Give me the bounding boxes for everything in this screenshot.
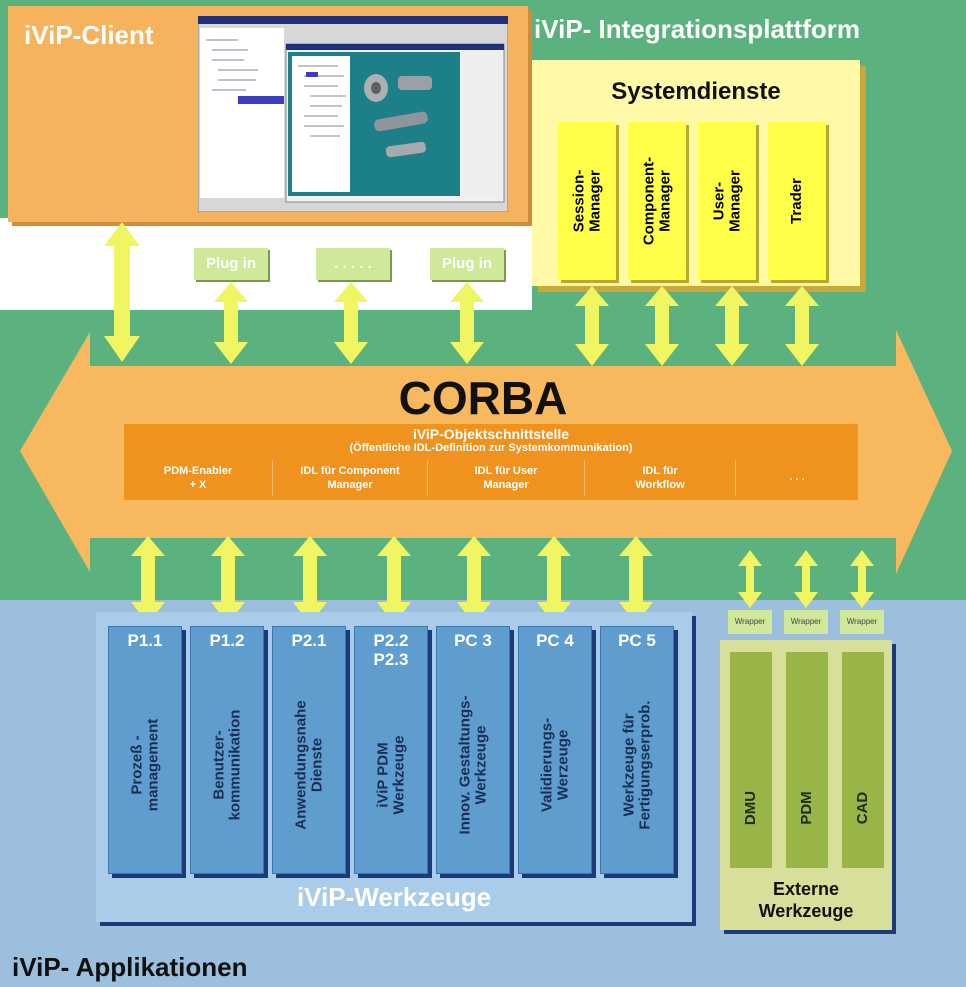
service-session-manager: Session-Manager <box>558 122 616 280</box>
arrow-corba-tool <box>377 536 411 624</box>
screenshot-thumbnail-image <box>197 15 509 213</box>
interface-cell: . . . <box>789 471 805 483</box>
arrow-service-corba <box>715 286 749 366</box>
tool-code: P1.2 <box>209 631 245 650</box>
tool-label: Benutzer-kommunikation <box>210 709 243 821</box>
service-component-manager: Component-Manager <box>628 122 686 280</box>
external-tool-cad: CAD <box>842 652 884 868</box>
applikationen-title: iViP- Applikationen <box>12 952 248 982</box>
object-interface-box: iViP-Objektschnittstelle (Öffentliche ID… <box>124 424 858 500</box>
arrow-client-corba <box>104 222 140 362</box>
tool-p1-1: P1.1 Prozeß -management <box>108 626 182 874</box>
wrapper-box: Wrapper <box>784 610 828 634</box>
tool-pc4: PC 4 Validierungs-Werzeuge <box>518 626 592 874</box>
external-tool-pdm: PDM <box>786 652 828 868</box>
service-user-manager: User-Manager <box>698 122 756 280</box>
arrow-service-corba <box>575 286 609 366</box>
arrow-corba-tool <box>619 536 653 624</box>
corba-title: CORBA <box>398 372 568 424</box>
arrow-plugin-corba <box>214 282 248 364</box>
tool-label: Validierungs-Werzeuge <box>538 717 571 812</box>
arrow-corba-tool <box>131 536 165 624</box>
arrow-corba-tool <box>293 536 327 624</box>
arrow-service-corba <box>785 286 819 366</box>
external-tool-dmu: DMU <box>730 652 772 868</box>
tool-code: PC 3 <box>454 631 492 650</box>
tool-code: PC 4 <box>536 631 574 650</box>
arrow-plugin-corba <box>334 282 368 364</box>
arrow-corba-wrapper <box>794 550 818 608</box>
arrow-corba-tool <box>457 536 491 624</box>
arrow-corba-tool <box>211 536 245 624</box>
tool-code: P2.1 <box>291 631 327 650</box>
plugin-box: Plug in <box>430 248 504 280</box>
arrow-plugin-corba <box>450 282 484 364</box>
external-tool-label: PDM <box>798 790 816 825</box>
external-tool-label: CAD <box>854 791 872 824</box>
arrow-corba-tool <box>537 536 571 624</box>
werkzeuge-title: iViP-Werkzeuge <box>296 882 492 912</box>
wrapper-box: Wrapper <box>728 610 772 634</box>
wrapper-box: Wrapper <box>840 610 884 634</box>
tool-code: P1.1 <box>127 631 163 650</box>
external-tool-label: DMU <box>742 790 760 825</box>
tool-label: Innov. Gestaltungs-Werkzeuge <box>456 695 489 835</box>
arrow-service-corba <box>645 286 679 366</box>
tool-label: Prozeß -management <box>128 718 161 812</box>
arrow-corba-wrapper <box>738 550 762 608</box>
tool-code: PC 5 <box>618 631 656 650</box>
client-screenshot <box>197 15 509 213</box>
arrow-corba-wrapper <box>850 550 874 608</box>
interface-title: iViP-Objektschnittstelle <box>412 426 570 442</box>
interface-subtitle: (Öffentliche IDL-Definition zur Systemko… <box>349 442 633 454</box>
plugin-box: . . . . . <box>316 248 390 280</box>
systemdienste-title: Systemdienste <box>611 78 781 105</box>
tool-p1-2: P1.2 Benutzer-kommunikation <box>190 626 264 874</box>
service-trader: Trader <box>768 122 826 280</box>
client-title: iViP-Client <box>24 20 154 50</box>
interface-cell: PDM-Enabler+ X <box>124 460 273 496</box>
platform-title: iViP- Integrationsplattform <box>534 14 860 44</box>
plugin-box: Plug in <box>194 248 268 280</box>
tool-pc3: PC 3 Innov. Gestaltungs-Werkzeuge <box>436 626 510 874</box>
